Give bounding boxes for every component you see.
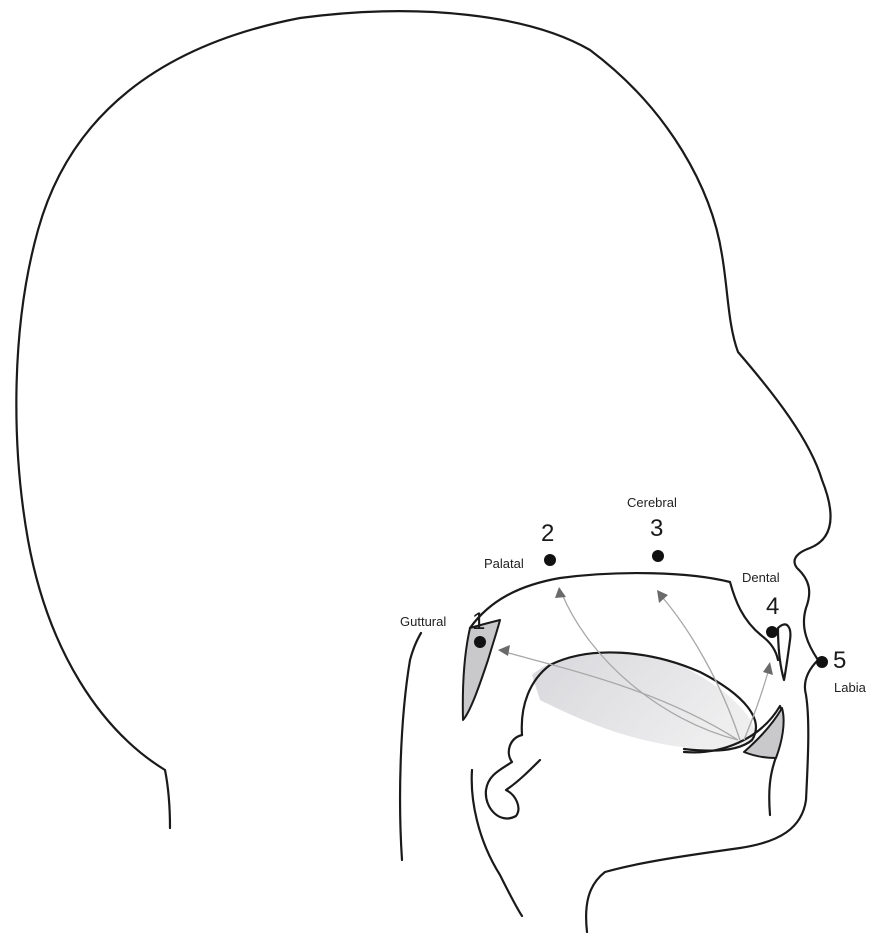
- point-dot-3: [652, 550, 664, 562]
- point-number-1: 1: [472, 608, 485, 635]
- upper-teeth-outline: [778, 624, 790, 680]
- point-2-palatal: 2 Palatal: [484, 520, 556, 571]
- arrow-head-guttural: [498, 645, 510, 656]
- point-number-3: 3: [650, 515, 663, 542]
- point-name-4: Dental: [742, 570, 780, 585]
- point-dot-2: [544, 554, 556, 566]
- point-number-2: 2: [541, 520, 554, 547]
- point-name-5: Labia: [834, 680, 867, 695]
- point-name-2: Palatal: [484, 556, 524, 571]
- tongue-shading: [532, 653, 756, 749]
- arrow-head-palatal: [555, 587, 566, 598]
- point-number-4: 4: [766, 593, 779, 620]
- point-name-3: Cerebral: [627, 495, 677, 510]
- point-4-dental: 4 Dental: [742, 570, 780, 638]
- larynx-outline: [472, 770, 522, 916]
- palate-outline: [470, 573, 778, 660]
- point-number-5: 5: [833, 647, 846, 674]
- arrow-head-dental: [763, 662, 773, 675]
- point-dot-1: [474, 636, 486, 648]
- point-dot-5: [816, 656, 828, 668]
- head-outline: [16, 11, 830, 932]
- pharynx-back-wall: [400, 633, 421, 860]
- point-name-1: Guttural: [400, 614, 446, 629]
- velum-shape: [463, 620, 500, 720]
- point-5-labial: 5 Labia: [816, 647, 867, 695]
- point-3-cerebral: 3 Cerebral: [627, 495, 677, 562]
- epiglottis-outline: [486, 735, 540, 818]
- point-dot-4: [766, 626, 778, 638]
